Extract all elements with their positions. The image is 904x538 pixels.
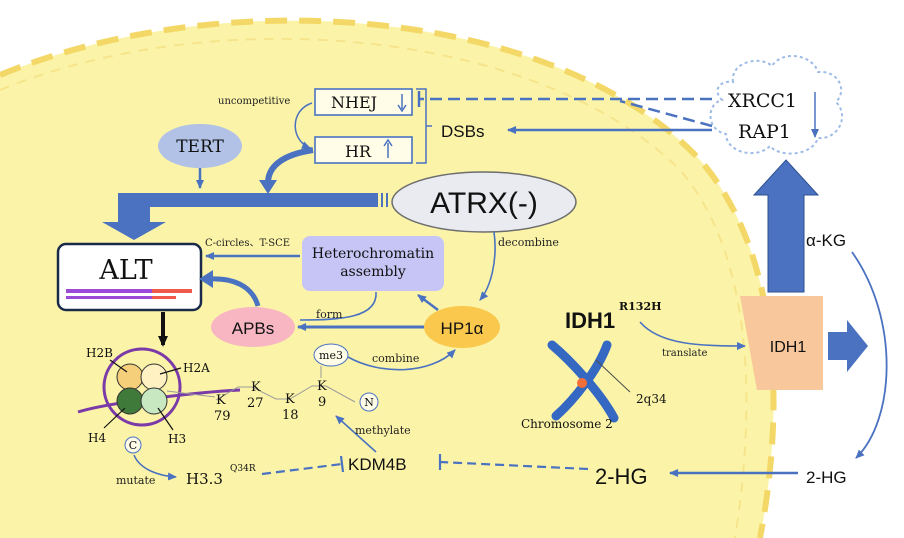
- xrcc1-rap1-cloud: [709, 54, 843, 155]
- idh1-up-arrow: [752, 159, 820, 293]
- k27-n: 27: [247, 396, 264, 411]
- me3-badge: [313, 343, 349, 367]
- hetero-to-apbs-form: [299, 291, 377, 321]
- atrx-node: [391, 171, 577, 233]
- n-terminal-label: N: [364, 396, 374, 409]
- me3-to-hp1a-combine: [347, 349, 456, 371]
- nucleosome: [77, 347, 241, 431]
- uncompetitive-label: uncompetitive: [218, 96, 290, 107]
- akg-to-2hg-arrow: [851, 251, 888, 459]
- h3-label: H3: [168, 432, 186, 446]
- translate-label: translate: [662, 348, 708, 359]
- hp1a-node: [424, 306, 500, 348]
- locus-label: 2q34: [636, 392, 667, 406]
- tert-label: TERT: [176, 137, 224, 157]
- h4-label: H4: [88, 431, 106, 445]
- dsbs-bracket: [416, 88, 432, 164]
- hr-to-alt-arrow: [265, 147, 314, 184]
- telomere-strand-lower: [66, 296, 176, 299]
- up-arrow-icon: [383, 138, 393, 158]
- k9-k: K: [317, 379, 327, 394]
- akg-label: α-KG: [806, 231, 846, 250]
- h33-superscript: Q34R: [230, 464, 256, 474]
- c-terminal-label: C: [129, 439, 137, 452]
- idh1-mutant-superscript: R132H: [619, 300, 662, 313]
- k79-k: K: [216, 393, 226, 408]
- dsbs-label: DSBs: [441, 122, 484, 141]
- mutate-label: mutate: [116, 474, 155, 487]
- down-arrow-icon: [397, 94, 407, 113]
- hr-label: HR: [345, 142, 372, 161]
- apbs-to-alt-arrow: [209, 276, 261, 307]
- nhej-box: [314, 88, 413, 116]
- kdm4b-inhibit-bar: [339, 455, 345, 473]
- telomere-strand-purple: [66, 289, 156, 293]
- alt-label: ALT: [98, 255, 152, 286]
- rap1-label: RAP1: [738, 121, 791, 143]
- rap1-to-nhej-dash: [619, 99, 713, 128]
- apbs-label: APBs: [232, 319, 275, 338]
- apbs-arrowhead-icon: [199, 270, 213, 288]
- mutate-arrow: [133, 454, 177, 481]
- k79-n: 79: [214, 409, 231, 424]
- idh1-right-arrow: [828, 320, 868, 372]
- kdm4b-methylate-arrow: [335, 415, 377, 453]
- telomere-strand-lower-red: [152, 296, 176, 299]
- c-circles-label: C-circles、T-SCE: [205, 238, 290, 249]
- h2b-label: H2B: [86, 346, 113, 360]
- 2hg-inhibits-kdm4b: [439, 460, 589, 471]
- chromosome-label: Chromosome 2: [521, 417, 613, 431]
- methylate-label: methylate: [355, 424, 411, 437]
- hr-arrowhead-icon: [259, 180, 277, 194]
- form-label: form: [316, 308, 343, 321]
- idh1-mutant-label: IDH1: [565, 308, 615, 333]
- k27-k: K: [251, 380, 261, 395]
- k18-k: K: [285, 392, 295, 407]
- combine-label: combine: [372, 352, 419, 365]
- k9-n: 9: [318, 395, 326, 410]
- chromosome-icon: [547, 340, 631, 423]
- apbs-node: [211, 307, 295, 347]
- idh1-protein-label: IDH1: [770, 339, 807, 356]
- atrx-label: ATRX(-): [430, 187, 538, 220]
- c-terminal-circle: [124, 436, 142, 454]
- kdm4b-label: KDM4B: [348, 455, 407, 474]
- heterochromatin-label-1: Heterochromatin: [312, 246, 434, 262]
- h33-label: H3.3: [186, 470, 223, 488]
- hr-box: [314, 136, 413, 164]
- xrcc1-label: XRCC1: [728, 90, 797, 112]
- atrx-to-hp1a-arrow: [479, 231, 496, 301]
- tert-node: [158, 124, 242, 168]
- atrx-to-alt-arrow: [102, 193, 388, 240]
- k18-n: 18: [282, 408, 299, 423]
- translate-arrow: [639, 321, 746, 350]
- heterochromatin-label-2: assembly: [340, 264, 406, 280]
- n-terminal-circle: [359, 392, 379, 412]
- lysine-chain: [215, 366, 356, 403]
- uncompetitive-arrow: [294, 102, 313, 149]
- me3-label: me3: [319, 349, 343, 362]
- telomere-strand-red: [152, 289, 192, 293]
- h2a-label: H2A: [183, 361, 210, 375]
- alt-box: [56, 242, 203, 312]
- 2hg-center-label: 2-HG: [595, 464, 648, 489]
- hp1a-to-hetero-arrow: [417, 294, 439, 311]
- nhej-label: NHEJ: [331, 93, 377, 112]
- decombine-label: decombine: [498, 236, 559, 249]
- heterochromatin-box: [302, 236, 444, 291]
- 2hg-right-label: 2-HG: [806, 468, 847, 487]
- hp1a-label: HP1α: [441, 319, 484, 338]
- idh1-protein-box: [740, 296, 823, 390]
